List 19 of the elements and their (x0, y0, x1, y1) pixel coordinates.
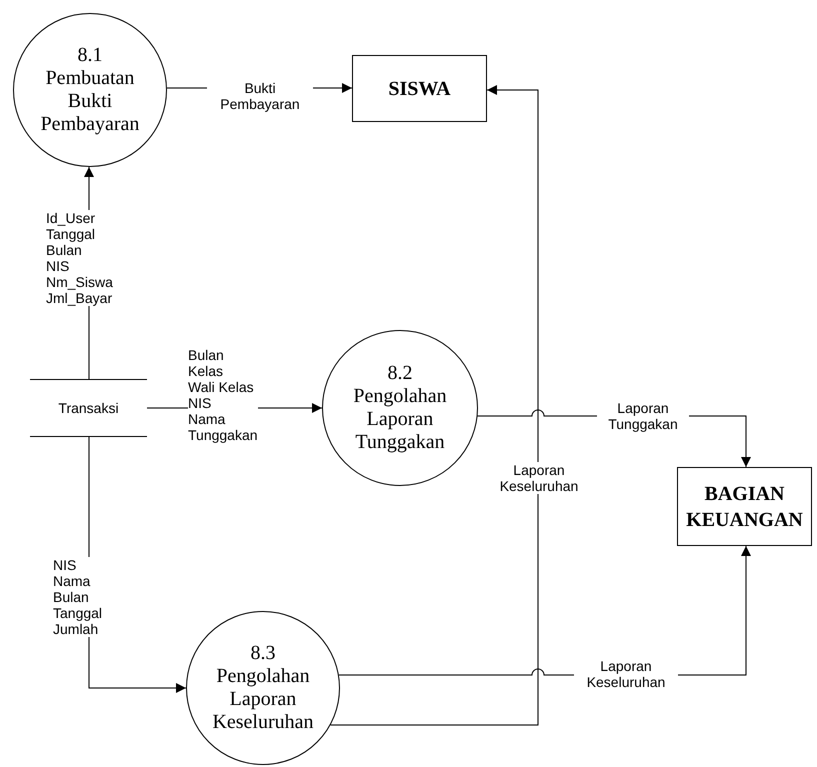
arrow (330, 85, 538, 726)
entity-name: BAGIAN KEUANGAN (685, 482, 804, 532)
edge-label: Laporan Keseluruhan (574, 658, 678, 690)
process-name: Pengolahan Laporan Tunggakan (352, 385, 448, 454)
process-name: Pengolahan Laporan Keseluruhan (211, 665, 315, 734)
process-number: 8.3 (250, 642, 276, 665)
entity-name: SISWA (388, 76, 451, 102)
process-number: 8.1 (78, 44, 102, 67)
process-name: Pembuatan Bukti Pembayaran (40, 67, 140, 136)
edge-label: Bukti Pembayaran (207, 80, 313, 112)
edge-label: Id_User Tanggal Bulan NIS Nm_Siswa Jml_Bayar (46, 210, 113, 306)
external-entity-box (677, 467, 812, 546)
data-store-name: Transaksi (58, 400, 119, 416)
data-store (30, 379, 147, 437)
edge-label: NIS Nama Bulan Tanggal Jumlah (53, 557, 102, 637)
external-entity-box (352, 55, 487, 122)
edge-label: Laporan Tunggakan (597, 400, 689, 432)
edge-label: Bulan Kelas Wali Kelas NIS Nama Tunggakan (188, 347, 258, 443)
process-number: 8.2 (388, 362, 412, 385)
